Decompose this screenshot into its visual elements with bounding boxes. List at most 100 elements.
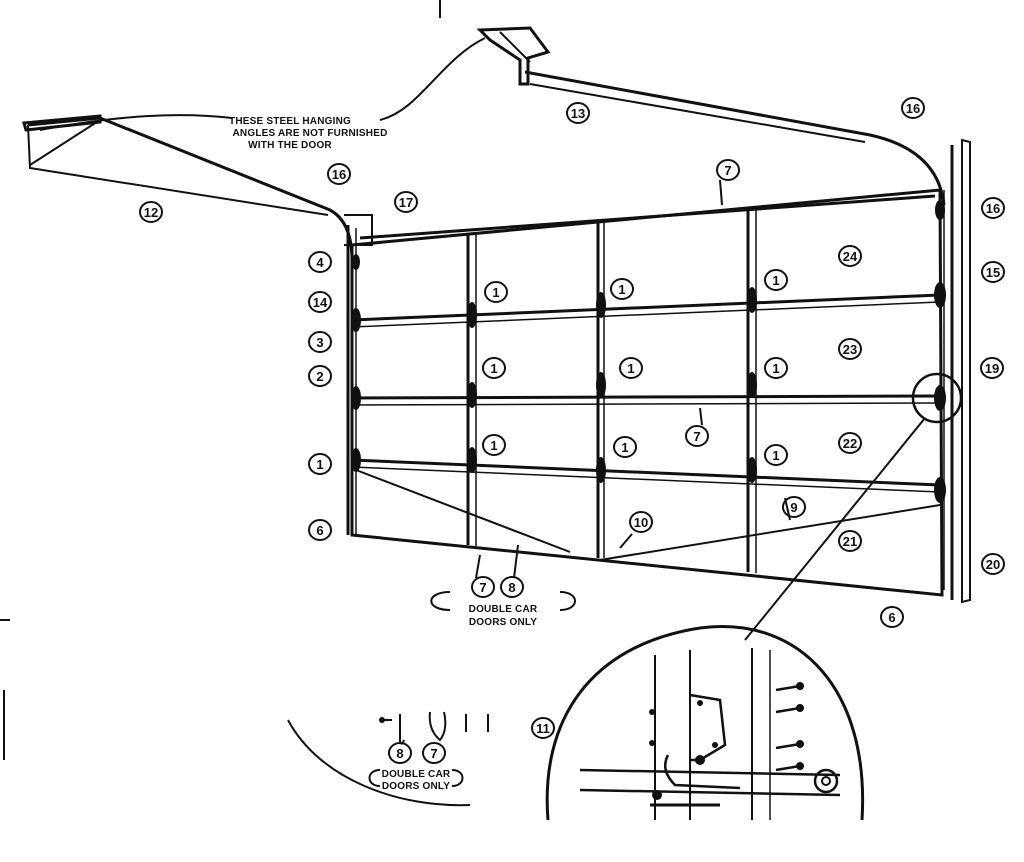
- callout-c2: 2: [308, 365, 332, 387]
- callout-number: 4: [316, 255, 324, 270]
- callout-circle: [482, 357, 506, 379]
- callout-c7d: 7: [422, 742, 446, 764]
- callout-c1i: 1: [764, 444, 788, 466]
- callout-circle: [394, 191, 418, 213]
- callout-circle: [308, 251, 332, 273]
- note-line: THESE STEEL HANGING: [229, 116, 351, 127]
- callout-c8a: 8: [500, 576, 524, 598]
- callout-circle: [388, 742, 412, 764]
- callout-circle: [838, 432, 862, 454]
- callout-circle: [629, 511, 653, 533]
- callout-c16b: 16: [327, 163, 351, 185]
- callout-number: 17: [399, 195, 413, 210]
- cables: [355, 469, 941, 561]
- callout-number: 22: [843, 436, 857, 451]
- callout-number: 12: [144, 205, 158, 220]
- callout-number: 10: [634, 515, 648, 530]
- callout-circle: [716, 159, 740, 181]
- callout-number: 16: [906, 101, 920, 116]
- callout-c1g: 1: [482, 434, 506, 456]
- callout-c9a: 9: [782, 496, 806, 518]
- note-leader-line-left: [39, 114, 233, 131]
- detail-leader-line: [744, 417, 926, 641]
- callout-c6a: 6: [308, 519, 332, 541]
- note-leader-line: [379, 37, 486, 121]
- callout-number: 8: [396, 746, 403, 761]
- callout-number: 7: [479, 580, 486, 595]
- callout-number: 15: [986, 265, 1000, 280]
- callout-circle: [619, 357, 643, 379]
- callout-circle: [471, 576, 495, 598]
- callout-c24: 24: [838, 245, 862, 267]
- callout-c8b: 8: [388, 742, 412, 764]
- callout-number: 24: [843, 249, 858, 264]
- callout-circle: [139, 201, 163, 223]
- callout-number: 3: [316, 335, 323, 350]
- callout-number: 13: [571, 106, 585, 121]
- callout-circle: [685, 425, 709, 447]
- note-line: ANGLES ARE NOT FURNISHED: [233, 128, 388, 139]
- callout-circle: [838, 530, 862, 552]
- callout-circle: [610, 278, 634, 300]
- callout-number: 1: [490, 438, 497, 453]
- callout-c20: 20: [981, 553, 1005, 575]
- callout-c1b: 1: [610, 278, 634, 300]
- callout-c11: 11: [531, 717, 555, 739]
- detail-bolts: [775, 684, 801, 772]
- callout-number: 7: [724, 163, 731, 178]
- callout-number: 1: [490, 361, 497, 376]
- callout-circle: [308, 453, 332, 475]
- callout-c1f: 1: [764, 357, 788, 379]
- callout-circle: [838, 245, 862, 267]
- callout-number: 6: [316, 523, 323, 538]
- callout-c6b: 6: [880, 606, 904, 628]
- callout-c15: 15: [981, 261, 1005, 283]
- callout-circle: [422, 742, 446, 764]
- callout-number: 1: [772, 361, 779, 376]
- callout-circle: [308, 331, 332, 353]
- callout-circle: [308, 519, 332, 541]
- callout-circle: [981, 261, 1005, 283]
- note-line: DOUBLE CAR: [469, 604, 538, 615]
- callout-circle: [327, 163, 351, 185]
- callout-c1a: 1: [484, 281, 508, 303]
- double-car-bracket: [430, 591, 576, 611]
- callout-circle: [566, 102, 590, 124]
- callout-c4: 4: [308, 251, 332, 273]
- callout-circle: [838, 338, 862, 360]
- callout-number: 1: [772, 448, 779, 463]
- callout-number: 11: [536, 721, 550, 736]
- callout-circle: [981, 197, 1005, 219]
- callout-c14: 14: [308, 291, 332, 313]
- callout-c1e: 1: [619, 357, 643, 379]
- callout-circle: [981, 553, 1005, 575]
- callout-number: 21: [843, 534, 857, 549]
- callout-circle: [500, 576, 524, 598]
- door-stiles: [466, 207, 757, 573]
- callout-circle: [764, 444, 788, 466]
- callout-circle: [531, 717, 555, 739]
- door-outline: [350, 188, 944, 597]
- callout-c16a: 16: [901, 97, 925, 119]
- callout-c19: 19: [980, 357, 1004, 379]
- callout-circle: [613, 436, 637, 458]
- right-vertical-track: [943, 138, 971, 604]
- section-joints: [351, 293, 941, 493]
- detail-marker-circle: [911, 372, 963, 424]
- callout-number: 7: [430, 746, 437, 761]
- callout-number: 8: [508, 580, 515, 595]
- callout-circle: [308, 365, 332, 387]
- callout-circle: [482, 434, 506, 456]
- callout-circle: [764, 269, 788, 291]
- leader-ticks: [0, 0, 791, 760]
- small-detail-arc: [287, 719, 471, 807]
- callout-circle: [980, 357, 1004, 379]
- callout-number: 16: [986, 201, 1000, 216]
- callout-c7c: 7: [471, 576, 495, 598]
- callout-c10: 10: [629, 511, 653, 533]
- callout-c22: 22: [838, 432, 862, 454]
- callout-circle: [308, 291, 332, 313]
- callout-number: 9: [790, 500, 797, 515]
- callout-circle: [484, 281, 508, 303]
